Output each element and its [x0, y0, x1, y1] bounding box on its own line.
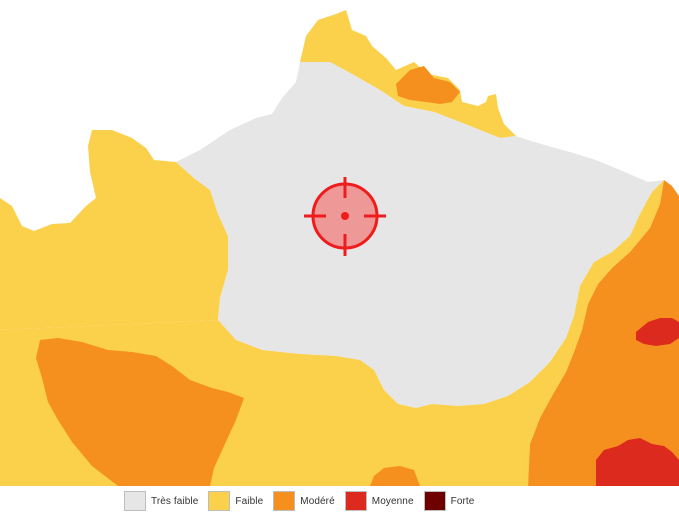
zone-pyrenees-moyenne[interactable]	[596, 438, 679, 486]
zone-alpes-moyenne[interactable]	[636, 318, 679, 346]
legend-label: Modéré	[300, 495, 335, 507]
legend-label: Moyenne	[371, 495, 414, 507]
legend-swatch	[273, 491, 296, 511]
map-legend: Très faible Faible Modéré Moyenne Forte	[124, 489, 474, 513]
zone-sud-ouest-modere[interactable]	[36, 338, 244, 486]
legend-swatch	[423, 491, 446, 511]
legend-item-forte: Forte	[423, 491, 475, 511]
legend-item-moyenne: Moyenne	[344, 491, 414, 511]
legend-swatch	[344, 491, 367, 511]
zone-centre-tres-faible[interactable]	[176, 62, 664, 408]
legend-label: Très faible	[151, 495, 199, 507]
seismic-zone-map[interactable]	[0, 0, 679, 486]
legend-label: Forte	[450, 495, 475, 507]
zone-ouest-faible[interactable]	[0, 130, 228, 330]
map-canvas[interactable]	[0, 0, 679, 486]
crosshair-target-icon[interactable]	[304, 177, 386, 256]
legend-swatch	[208, 491, 231, 511]
legend-item-tres-faible: Très faible	[124, 491, 198, 511]
legend-item-faible: Faible	[208, 491, 263, 511]
legend-label: Faible	[235, 495, 264, 507]
zone-nord-modere[interactable]	[396, 66, 460, 104]
legend-item-modere: Modéré	[273, 491, 335, 511]
legend-swatch	[124, 491, 146, 511]
zone-alpes-modere[interactable]	[528, 180, 679, 486]
zone-centre-sud-modere[interactable]	[370, 466, 420, 486]
